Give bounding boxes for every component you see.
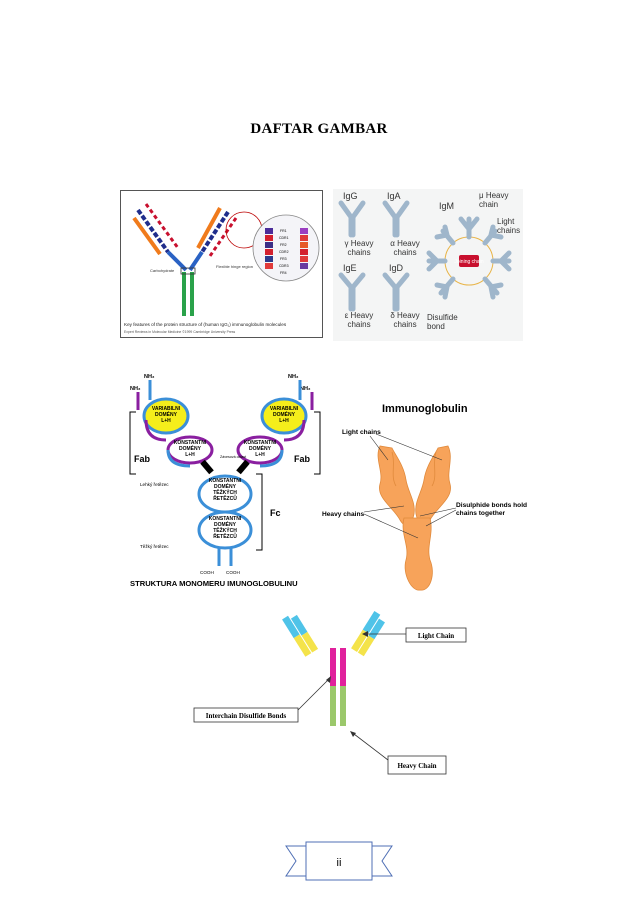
heavy-constant-label: KONSTANTNÍ: [208, 478, 242, 484]
carbohydrate-label: Carbohydrate: [150, 268, 175, 273]
ige-shape: [338, 272, 366, 312]
constant-light-label: DOMÉNY: [249, 446, 271, 452]
ige-label: IgE: [343, 263, 357, 273]
igd-shape: [382, 272, 410, 312]
delta-heavy-label: δ Heavy chains: [390, 311, 420, 329]
variable-label: L+H: [279, 418, 289, 424]
light-chains-label: Light chains: [497, 217, 521, 235]
igg-shape: [338, 200, 366, 238]
heavy-constant-label: TĚŽKÝCH: [213, 528, 237, 534]
figure-chain-diagram: Light Chain Interchain Disulfide Bonds H…: [193, 610, 467, 775]
variable-label: VARIABILNÍ: [151, 406, 181, 412]
figure-immunoglobulin: Immunoglobulin Light chains Heavy chains…: [322, 403, 528, 591]
constant-light-label: KONSTANTNÍ: [173, 440, 207, 446]
figure1-caption: Key features of the protein structure of…: [124, 322, 287, 327]
constant-light-label: DOMÉNY: [179, 446, 201, 452]
left-arm: [132, 203, 188, 272]
disulphide-bonds-label: Disulphide bonds hold chains together: [456, 502, 528, 517]
right-arm: [188, 207, 238, 272]
constant-light-label: L+H: [185, 452, 195, 458]
fab-left-label: Fab: [134, 454, 151, 464]
domain-label: FR2: [280, 243, 287, 247]
antibody-shape: [377, 445, 451, 591]
heavy-constant-label: DOMÉNY: [214, 484, 236, 490]
iga-label: IgA: [387, 191, 401, 201]
variable-label: DOMÉNY: [155, 412, 177, 418]
interchain-bonds-label: Interchain Disulfide Bonds: [206, 712, 287, 720]
nh2-left-2: NH₂: [130, 386, 141, 392]
igd-label: IgD: [389, 263, 404, 273]
gamma-heavy-label: γ Heavy chains: [344, 239, 374, 257]
variable-label: L+H: [161, 418, 171, 424]
alpha-heavy-label: α Heavy chains: [390, 239, 420, 257]
hinge-label: Závesová oblast: [220, 455, 246, 459]
constant-light-label: L+H: [255, 452, 265, 458]
heavy-constant-label: TĚŽKÝCH: [213, 490, 237, 496]
cooh-right: COOH: [226, 570, 240, 575]
light-chains-label: Light chains: [342, 429, 381, 436]
figure-igg-structure: Flexible hinge region Carbohydrate FR1 C…: [120, 190, 323, 338]
heavy-constant-label: KONSTANTNÍ: [208, 516, 242, 522]
igg-label: IgG: [343, 191, 358, 201]
igm-label: IgM: [439, 201, 454, 211]
page-title: DAFTAR GAMBAR: [250, 121, 388, 137]
domain-label: FR1: [280, 229, 287, 233]
fab-right-label: Fab: [294, 454, 311, 464]
domain-label: FR4: [280, 271, 287, 275]
heavy-constant-label: ŘETĚZCŮ: [213, 496, 237, 502]
figure3-caption: STRUKTURA MONOMERU IMUNOGLOBULINU: [130, 579, 298, 588]
light-chain-label: Lehký řetězec: [140, 482, 169, 487]
figure-antibody-classes: Joining chain IgG IgA IgE IgD IgM γ Heav…: [333, 189, 523, 341]
domain-label: CDR3: [279, 264, 289, 268]
iga-shape: [382, 200, 410, 238]
figure1-credit: Expert Reviews in Molecular Medicine ©19…: [124, 330, 236, 334]
variable-label: VARIABILNÍ: [269, 406, 299, 412]
domain-label: CDR2: [279, 250, 289, 254]
nh2-right: NH₂: [288, 374, 299, 380]
heavy-chain-label: Heavy Chain: [397, 762, 436, 770]
igm-shape: Joining chain: [426, 216, 512, 300]
fc-stem: [180, 267, 196, 316]
figure4-title: Immunoglobulin: [382, 403, 468, 415]
page-number: ii: [337, 857, 342, 869]
domain-label: FR3: [280, 257, 287, 261]
heavy-chains-label: Heavy chains: [322, 511, 364, 518]
mu-heavy-label: μ Heavy chain: [479, 191, 509, 209]
variable-label: DOMÉNY: [273, 412, 295, 418]
heavy-chain-label: Těžký řetězec: [140, 544, 169, 549]
domain-zoom-panel: FR1 CDR1 FR2 CDR2 FR3 CDR3 FR4: [252, 214, 320, 282]
nh2-left: NH₂: [144, 374, 155, 380]
joining-chain-label: Joining chain: [454, 259, 483, 265]
fc-label: Fc: [270, 508, 281, 518]
cooh-left: COOH: [200, 570, 214, 575]
light-chain-label: Light Chain: [418, 632, 454, 640]
nh2-right-2: NH₂: [300, 386, 311, 392]
hinge-label: Flexible hinge region: [216, 264, 253, 269]
disulfide-bond-label: Disulfide bond: [427, 313, 458, 331]
heavy-constant-label: ŘETĚZCŮ: [213, 534, 237, 540]
domain-label: CDR1: [279, 236, 289, 240]
page-number-ribbon: ii: [285, 841, 393, 881]
epsilon-heavy-label: ε Heavy chains: [344, 311, 374, 329]
heavy-constant-label: DOMÉNY: [214, 522, 236, 528]
constant-light-label: KONSTANTNÍ: [243, 440, 277, 446]
